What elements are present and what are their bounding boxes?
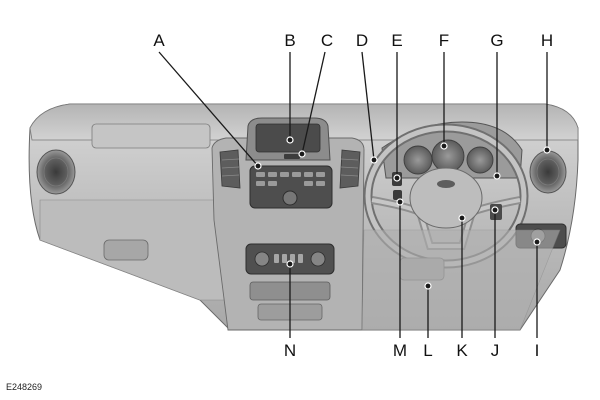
center-left-vent: [219, 149, 241, 189]
tachometer: [403, 145, 433, 175]
right-side-vent: [529, 150, 567, 194]
vent-slats: [221, 158, 359, 177]
figure-id: E248269: [6, 382, 42, 392]
callout-m: M: [393, 341, 407, 360]
horn-badge: [437, 180, 455, 188]
audio-volume-knob: [282, 190, 298, 206]
glove-box-handle: [103, 239, 149, 261]
callout-k: K: [456, 341, 468, 360]
callout-e: E: [391, 31, 402, 50]
callout-i: I: [535, 341, 540, 360]
callout-l: L: [423, 341, 432, 360]
center-right-vent: [339, 149, 361, 189]
callout-f: F: [439, 31, 449, 50]
callout-c: C: [321, 31, 333, 50]
speedometer: [431, 139, 465, 173]
callout-b: B: [284, 31, 295, 50]
callout-a: A: [153, 31, 165, 50]
audio-unit-buttons: [256, 172, 325, 186]
leader-lines: [158, 51, 548, 338]
upper-storage-tray: [91, 123, 211, 149]
callout-j: J: [491, 341, 500, 360]
callout-g: G: [490, 31, 503, 50]
left-side-vent: [36, 149, 76, 195]
leader-tips: [254, 136, 551, 290]
callout-n: N: [284, 341, 296, 360]
fuel-gauge: [466, 146, 494, 174]
hazard-switch: [284, 154, 300, 159]
callout-h: H: [541, 31, 553, 50]
steering-wheel-hub: [409, 167, 483, 229]
callout-d: D: [356, 31, 368, 50]
direction-indicator-lever: [393, 190, 402, 200]
